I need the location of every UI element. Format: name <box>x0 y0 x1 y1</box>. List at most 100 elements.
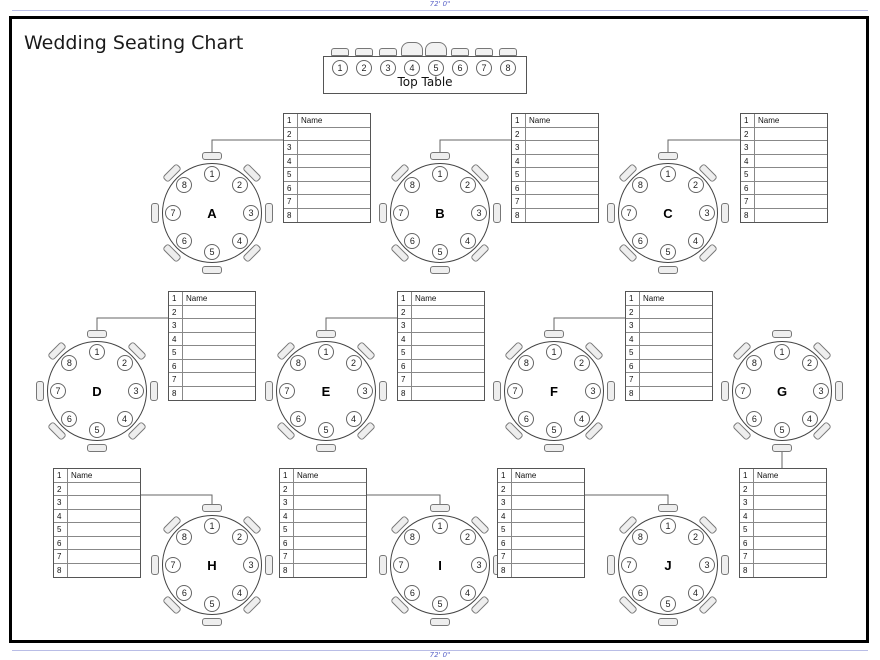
seat-marker[interactable]: 6 <box>404 584 421 601</box>
seat-marker[interactable]: 7 <box>50 383 66 399</box>
seat-marker[interactable]: 2 <box>459 529 476 546</box>
seat-marker[interactable]: 5 <box>89 422 105 438</box>
guest-name-header[interactable]: Name <box>529 116 551 125</box>
seat-marker[interactable]: 8 <box>404 177 421 194</box>
seat-marker[interactable]: 2 <box>687 177 704 194</box>
top-table-seat[interactable]: 3 <box>380 60 396 76</box>
seat-marker[interactable]: 5 <box>546 422 562 438</box>
guest-name-header[interactable]: Name <box>301 116 323 125</box>
seat-marker[interactable]: 3 <box>699 205 715 221</box>
guest-name-cell[interactable] <box>298 141 370 154</box>
guest-name-cell[interactable] <box>298 209 370 223</box>
seat-marker[interactable]: 7 <box>165 557 181 573</box>
seat-marker[interactable]: 4 <box>459 232 476 249</box>
seat-marker[interactable]: 5 <box>432 596 448 612</box>
seat-marker[interactable]: 7 <box>393 557 409 573</box>
seat-marker[interactable]: 8 <box>61 355 78 372</box>
seat-marker[interactable]: 4 <box>231 232 248 249</box>
guest-name-cell[interactable] <box>526 128 598 141</box>
guest-name-cell[interactable] <box>412 333 484 346</box>
guest-name-cell[interactable] <box>68 550 140 563</box>
seat-marker[interactable]: 7 <box>621 557 637 573</box>
guest-name-cell[interactable] <box>512 550 584 563</box>
guest-name-cell[interactable] <box>526 168 598 181</box>
guest-name-cell[interactable] <box>526 155 598 168</box>
guest-name-cell[interactable] <box>640 360 712 373</box>
seat-marker[interactable]: 4 <box>345 410 362 427</box>
guest-name-cell[interactable] <box>755 155 827 168</box>
seat-marker[interactable]: 2 <box>231 177 248 194</box>
guest-name-cell[interactable] <box>754 483 826 496</box>
guest-name-cell[interactable] <box>294 537 366 550</box>
seat-marker[interactable]: 3 <box>357 383 373 399</box>
seat-marker[interactable]: 6 <box>176 232 193 249</box>
seat-marker[interactable]: 7 <box>279 383 295 399</box>
seat-marker[interactable]: 4 <box>687 232 704 249</box>
seat-marker[interactable]: 2 <box>116 355 133 372</box>
seat-marker[interactable]: 2 <box>231 529 248 546</box>
guest-name-cell[interactable] <box>68 537 140 550</box>
seat-marker[interactable]: 5 <box>204 596 220 612</box>
guest-name-cell[interactable] <box>755 195 827 208</box>
seat-marker[interactable]: 5 <box>204 244 220 260</box>
seat-marker[interactable]: 3 <box>471 205 487 221</box>
guest-name-cell[interactable] <box>526 195 598 208</box>
guest-name-cell[interactable] <box>298 168 370 181</box>
seat-marker[interactable]: 2 <box>687 529 704 546</box>
seat-marker[interactable]: 1 <box>660 166 676 182</box>
guest-name-cell[interactable] <box>754 510 826 523</box>
guest-name-cell[interactable] <box>640 346 712 359</box>
guest-name-cell[interactable] <box>183 333 255 346</box>
guest-name-cell[interactable] <box>412 306 484 319</box>
guest-name-header[interactable]: Name <box>757 471 779 480</box>
guest-name-cell[interactable] <box>640 387 712 401</box>
seat-marker[interactable]: 1 <box>546 344 562 360</box>
seat-marker[interactable]: 7 <box>621 205 637 221</box>
guest-name-header[interactable]: Name <box>515 471 537 480</box>
guest-name-cell[interactable] <box>512 496 584 509</box>
guest-name-cell[interactable] <box>298 155 370 168</box>
seat-marker[interactable]: 5 <box>660 596 676 612</box>
seat-marker[interactable]: 2 <box>345 355 362 372</box>
guest-name-cell[interactable] <box>183 346 255 359</box>
guest-name-cell[interactable] <box>183 360 255 373</box>
top-table-seat[interactable]: 8 <box>500 60 516 76</box>
seat-marker[interactable]: 8 <box>176 177 193 194</box>
top-table-seat[interactable]: 6 <box>452 60 468 76</box>
seat-marker[interactable]: 6 <box>290 410 307 427</box>
guest-name-cell[interactable] <box>294 523 366 536</box>
guest-name-cell[interactable] <box>512 483 584 496</box>
guest-name-cell[interactable] <box>526 141 598 154</box>
seat-marker[interactable]: 3 <box>471 557 487 573</box>
seat-marker[interactable]: 8 <box>404 529 421 546</box>
guest-name-cell[interactable] <box>298 195 370 208</box>
guest-name-cell[interactable] <box>512 523 584 536</box>
guest-name-cell[interactable] <box>754 550 826 563</box>
top-table-seat[interactable]: 4 <box>404 60 420 76</box>
guest-name-cell[interactable] <box>68 510 140 523</box>
guest-name-cell[interactable] <box>755 141 827 154</box>
seat-marker[interactable]: 7 <box>165 205 181 221</box>
guest-name-cell[interactable] <box>754 564 826 578</box>
guest-name-cell[interactable] <box>294 510 366 523</box>
guest-name-cell[interactable] <box>412 360 484 373</box>
seat-marker[interactable]: 6 <box>632 232 649 249</box>
guest-name-header[interactable]: Name <box>71 471 93 480</box>
top-table-seat[interactable]: 2 <box>356 60 372 76</box>
guest-name-cell[interactable] <box>294 550 366 563</box>
seat-marker[interactable]: 8 <box>746 355 763 372</box>
guest-name-cell[interactable] <box>68 564 140 578</box>
guest-name-cell[interactable] <box>183 319 255 332</box>
seat-marker[interactable]: 6 <box>746 410 763 427</box>
guest-name-cell[interactable] <box>294 564 366 578</box>
guest-name-cell[interactable] <box>640 306 712 319</box>
guest-name-cell[interactable] <box>183 306 255 319</box>
seat-marker[interactable]: 6 <box>61 410 78 427</box>
guest-name-cell[interactable] <box>412 373 484 386</box>
seat-marker[interactable]: 7 <box>507 383 523 399</box>
guest-name-cell[interactable] <box>512 564 584 578</box>
seat-marker[interactable]: 4 <box>459 584 476 601</box>
seat-marker[interactable]: 8 <box>290 355 307 372</box>
seat-marker[interactable]: 6 <box>404 232 421 249</box>
